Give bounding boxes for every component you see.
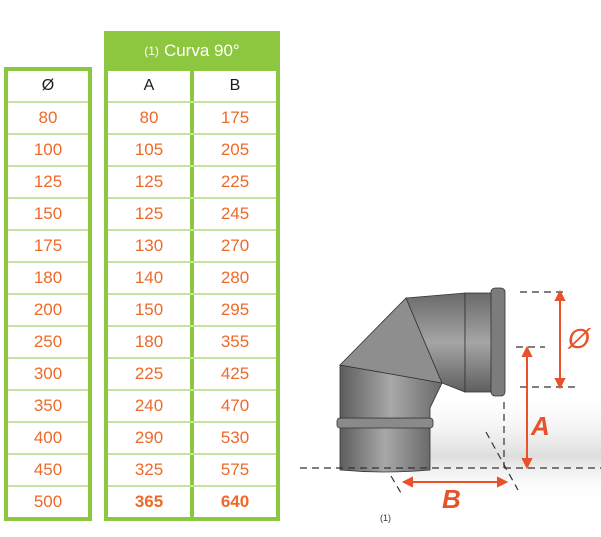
cell-diameter: 500 [33,492,63,511]
dimension-b-label: B [442,484,461,514]
cell-a: 105 [108,135,194,165]
table-row: 80 [8,103,88,135]
table-row: 250 [8,327,88,359]
cell-b: 640 [220,492,250,511]
cell-diameter: 250 [33,332,63,351]
cell-b: 175 [220,108,250,127]
table-row: 300 [8,359,88,391]
table-row: 105 205 [108,135,276,167]
cell-diameter: 180 [33,268,63,287]
cell-b: 530 [220,428,250,447]
cell-a: 225 [108,359,194,389]
cell-diameter: 80 [38,108,58,127]
table-row: 450 [8,455,88,487]
table-row: 125 245 [108,199,276,231]
cell-a: 125 [108,167,194,197]
cell-a: 130 [108,231,194,261]
table-row: 175 [8,231,88,263]
table-row: 350 [8,391,88,423]
table-row: 200 [8,295,88,327]
cell-b: 425 [220,364,250,383]
cell-diameter: 150 [33,204,63,223]
table-row: 180 355 [108,327,276,359]
cell-a: 80 [108,103,194,133]
cell-a: 180 [108,327,194,357]
pipe-socket-rings [490,287,506,397]
column-header-a: A [108,71,194,101]
cell-diameter: 100 [33,140,63,159]
cell-b: 470 [220,396,250,415]
table-row: 100 [8,135,88,167]
table-row: 130 270 [108,231,276,263]
table-row: 290 530 [108,423,276,455]
cell-b: 225 [220,172,250,191]
dimension-a-label: A [530,411,550,441]
cell-b: 245 [220,204,250,223]
diameter-label: Ø [567,323,592,354]
table-row: 150 295 [108,295,276,327]
cell-diameter: 450 [33,460,63,479]
cell-diameter: 350 [33,396,63,415]
table-row: 80 175 [108,103,276,135]
table-row: 400 [8,423,88,455]
table-row: 125 225 [108,167,276,199]
table-header-curva-90: (1) Curva 90° [104,31,280,71]
cell-diameter: 125 [33,172,63,191]
table-row: 140 280 [108,263,276,295]
cell-a: 365 [108,487,194,517]
floor-shadow [410,390,601,500]
diameter-table: Ø 80 100 125 150 175 180 200 250 300 350… [4,67,92,521]
table-row: 150 [8,199,88,231]
cell-diameter: 200 [33,300,63,319]
dimension-arrows [401,289,566,488]
cell-b: 355 [220,332,250,351]
footnote-marker: (1) [380,513,391,523]
elbow-90-diagram: Ø A B [300,287,601,514]
table-row: 365 640 [108,487,276,517]
table-row: 180 [8,263,88,295]
table-row: 500 [8,487,88,517]
pipe-top-straight [464,292,496,393]
pipe-bottom-segment [339,417,431,473]
table-row: 125 [8,167,88,199]
table-row: 225 425 [108,359,276,391]
header-title: Curva 90° [163,41,240,60]
dimensions-table: A B 80 175 105 205 125 225 125 245 130 270 14… [104,67,280,521]
column-header-diameter: Ø [41,77,55,94]
header-prefix: (1) [144,44,159,58]
table-row: 325 575 [108,455,276,487]
table-row: 240 470 [108,391,276,423]
cell-diameter: 400 [33,428,63,447]
cell-a: 140 [108,263,194,293]
cell-b: 295 [220,300,250,319]
cell-b: 205 [220,140,250,159]
column-header-b: B [229,77,241,94]
cell-diameter: 175 [33,236,63,255]
table-header-row: Ø [8,71,88,103]
pipe-ring [336,417,434,429]
guide-lines [300,291,601,494]
cell-a: 325 [108,455,194,485]
cell-b: 575 [220,460,250,479]
cell-a: 125 [108,199,194,229]
cell-diameter: 300 [33,364,63,383]
table-header-row: A B [108,71,276,103]
cell-b: 270 [220,236,250,255]
cell-b: 280 [220,268,250,287]
cell-a: 240 [108,391,194,421]
cell-a: 290 [108,423,194,453]
cell-a: 150 [108,295,194,325]
